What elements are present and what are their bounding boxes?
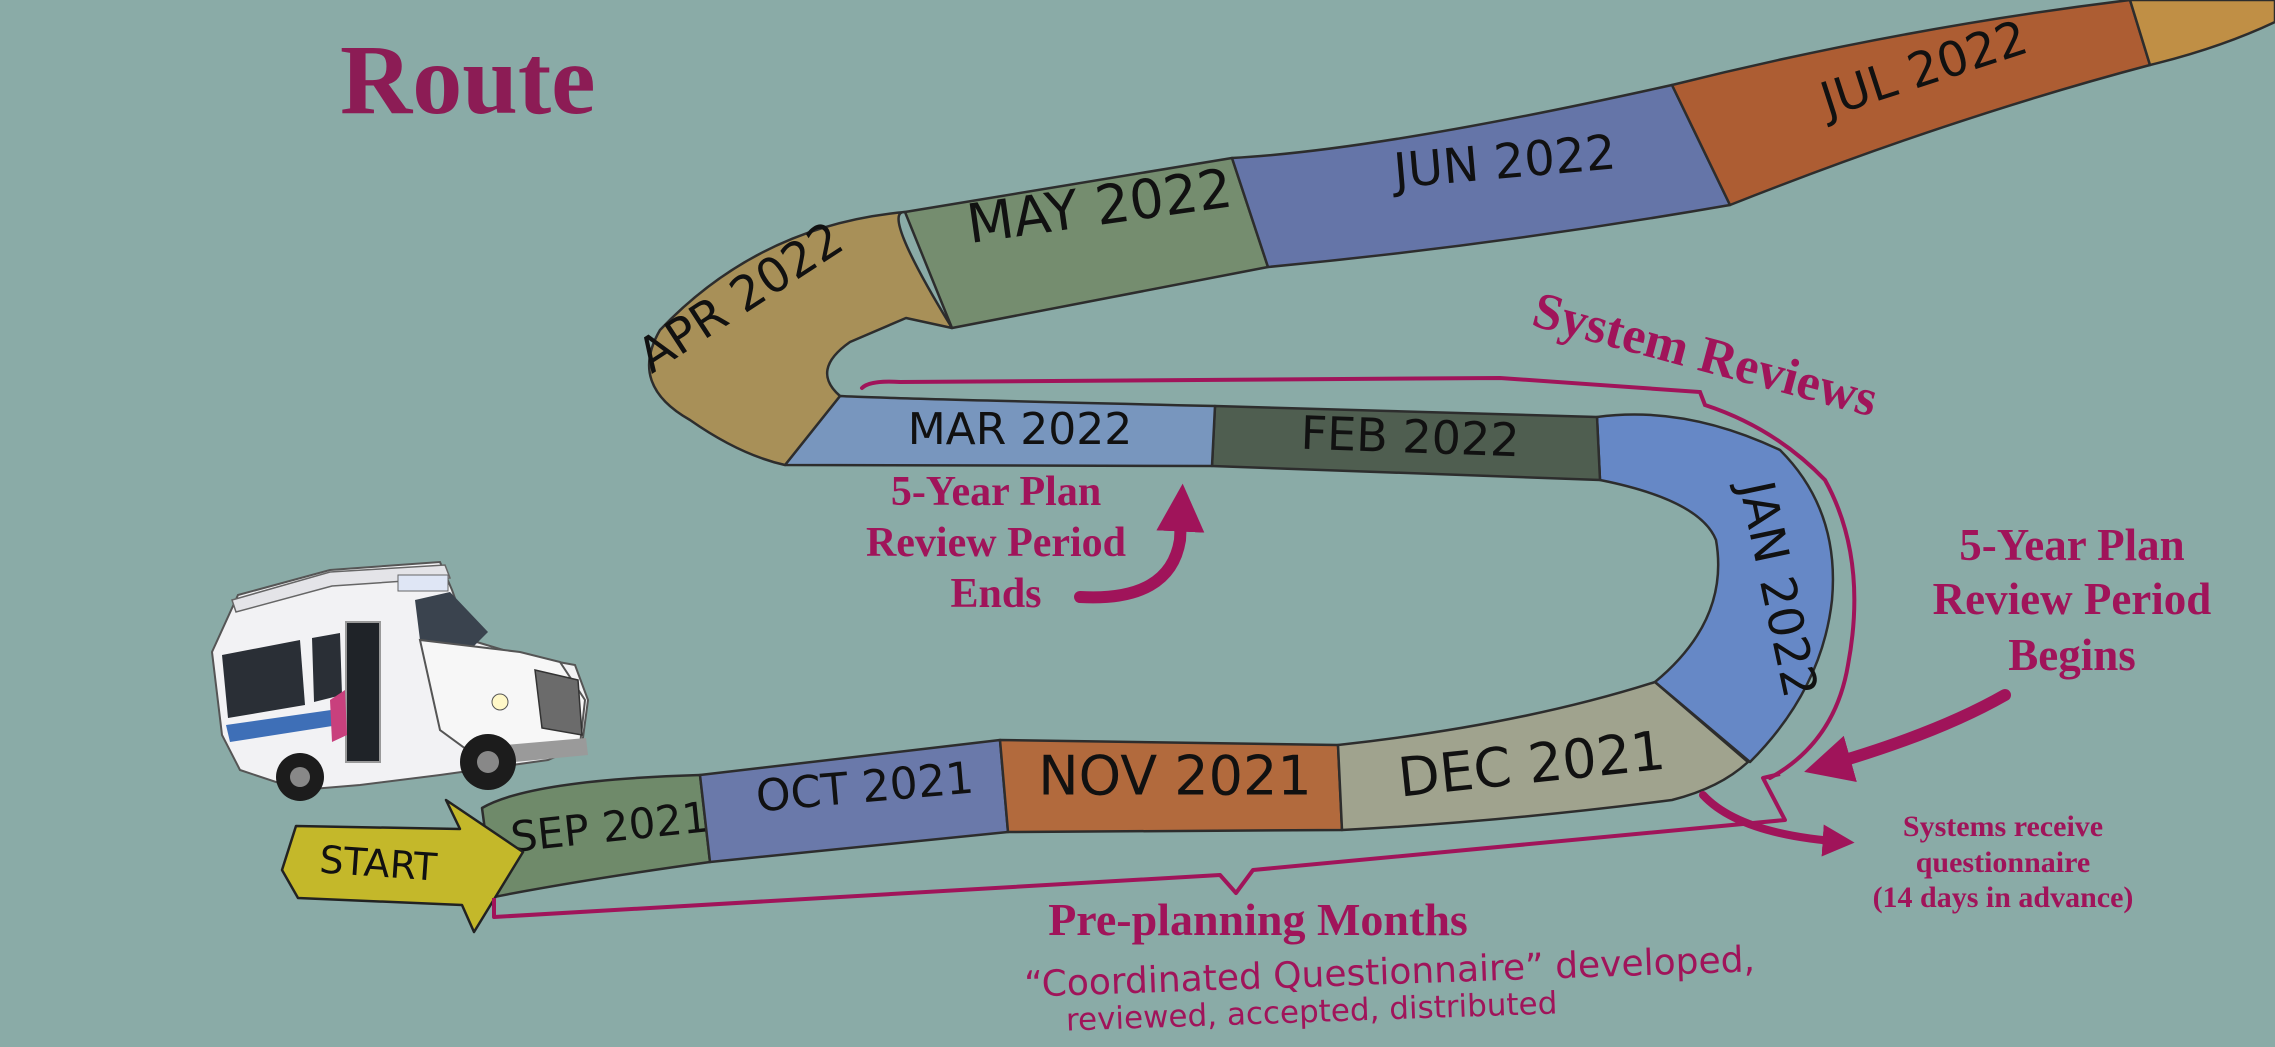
- svg-text:5-Year Plan: 5-Year Plan: [1959, 520, 2184, 570]
- preplanning-bracket: [492, 772, 1787, 919]
- svg-text:Review Period: Review Period: [866, 520, 1126, 566]
- route-segment-8: [647, 210, 954, 467]
- start-arrow: [280, 798, 525, 934]
- page-title: Route: [340, 24, 596, 135]
- svg-text:Systems receive: Systems receive: [1903, 810, 2103, 843]
- route-segment-5: [1595, 413, 1835, 764]
- svg-text:(14 days in advance): (14 days in advance): [1873, 881, 2134, 914]
- plan-begins-note: 5-Year Plan Review Period Begins: [1933, 520, 2212, 680]
- plan-ends-note: 5-Year Plan Review Period Ends: [866, 469, 1126, 617]
- svg-text:5-Year Plan: 5-Year Plan: [891, 469, 1101, 515]
- svg-text:Ends: Ends: [950, 571, 1041, 617]
- svg-text:questionnaire: questionnaire: [1916, 846, 2090, 879]
- month-label-6: FEB 2022: [1300, 406, 1521, 468]
- system-reviews-bracket: [860, 375, 1857, 780]
- questionnaire-note: Systems receive questionnaire (14 days i…: [1873, 810, 2134, 914]
- ends-arrow: [1074, 483, 1205, 604]
- svg-text:Begins: Begins: [2008, 630, 2136, 680]
- preplanning-subtitle: “Coordinated Questionnaire” developed, r…: [1024, 939, 1756, 1038]
- begins-arrow: [1804, 689, 2011, 782]
- month-label-3: NOV 2021: [1038, 745, 1311, 808]
- bus-icon: [210, 560, 590, 801]
- questionnaire-arrow: [1699, 791, 1855, 857]
- svg-text:Review Period: Review Period: [1933, 574, 2212, 624]
- preplanning-title: Pre-planning Months: [1048, 894, 1468, 945]
- route-segment-4: [1336, 680, 1750, 832]
- route-segment-12: [2128, 0, 2275, 67]
- start-label: START: [318, 837, 439, 889]
- route-segment-7: [783, 394, 1217, 468]
- month-label-7: MAR 2022: [908, 404, 1133, 455]
